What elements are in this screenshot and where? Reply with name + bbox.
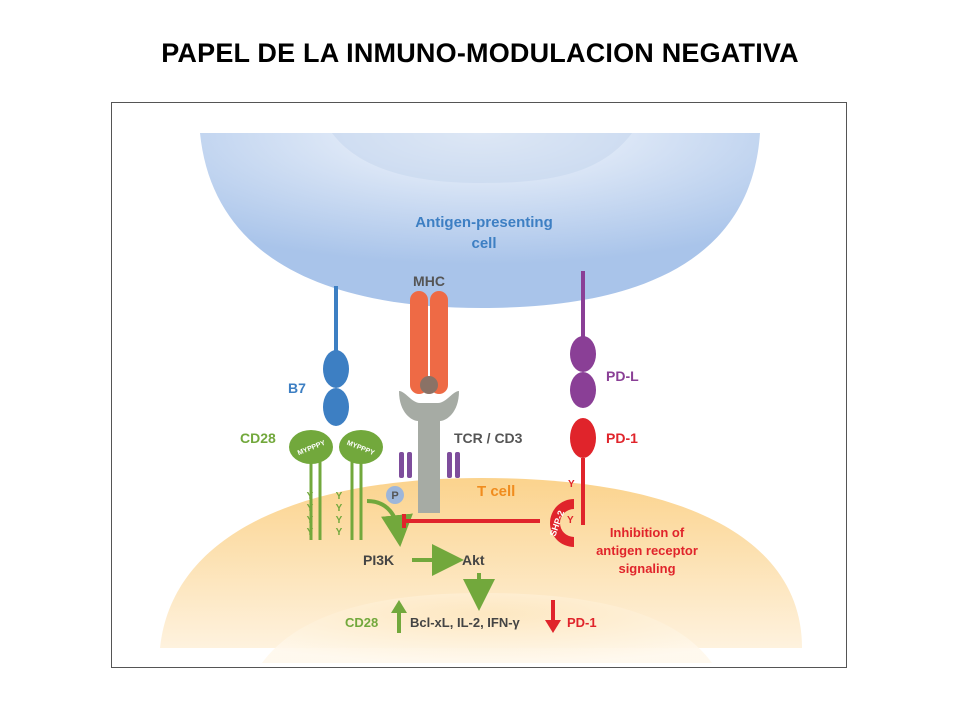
phospho-badge bbox=[386, 486, 404, 504]
y-mark: Y bbox=[336, 515, 343, 526]
apc-label-line1: Antigen-presenting bbox=[415, 214, 553, 231]
pd1-receptor bbox=[570, 418, 596, 525]
b7-label: B7 bbox=[288, 380, 306, 396]
t-cell-nucleus bbox=[262, 593, 712, 663]
pd1-label: PD-1 bbox=[606, 430, 638, 446]
tcr-cd3-label: TCR / CD3 bbox=[454, 430, 523, 446]
pdl-label: PD-L bbox=[606, 368, 639, 384]
tcr-complex bbox=[399, 376, 459, 513]
cd28-label: CD28 bbox=[240, 430, 276, 446]
pd1-pathway-diagram: Antigen-presenting cell B7 MYPPPY MYPPPY… bbox=[160, 133, 802, 663]
cd28-dimer bbox=[289, 430, 383, 540]
akt-label: Akt bbox=[462, 552, 485, 568]
t-cell-label: T cell bbox=[477, 483, 515, 500]
apc-label-line2: cell bbox=[471, 235, 496, 252]
b7-molecule bbox=[323, 286, 349, 426]
pi3k-label: PI3K bbox=[363, 552, 394, 568]
slide-title: PAPEL DE LA INMUNO-MODULACION NEGATIVA bbox=[161, 38, 799, 68]
pd1-bottom-label: PD-1 bbox=[567, 615, 597, 630]
cd28-to-pi3k-arrow bbox=[366, 499, 413, 547]
cd3-chains bbox=[399, 452, 460, 478]
cd28-bottom-label: CD28 bbox=[345, 615, 378, 630]
cd28-up-arrow bbox=[391, 600, 407, 633]
pd1-down-arrow bbox=[545, 600, 561, 633]
apc-inner bbox=[332, 133, 632, 183]
inhibition-text-line1: Inhibition of bbox=[610, 525, 685, 540]
y-mark: Y bbox=[307, 491, 314, 502]
figure-frame: Antigen-presenting cell B7 MYPPPY MYPPPY… bbox=[111, 102, 847, 668]
phospho-label: P bbox=[391, 490, 398, 502]
inhibition-text-line2: antigen receptor bbox=[596, 543, 698, 558]
y-mark: Y bbox=[336, 527, 343, 538]
pdl-molecule bbox=[570, 271, 596, 408]
apc-body bbox=[200, 133, 760, 308]
inhibition-arrow bbox=[402, 514, 540, 528]
y-mark: Y bbox=[307, 515, 314, 526]
pd1-tyrosine-mark: Y bbox=[568, 479, 575, 490]
inhibition-text-line3: signaling bbox=[618, 561, 675, 576]
mhc-label: MHC bbox=[413, 273, 445, 289]
cd28-tyrosine-marks: Y Y Y Y Y Y Y Y bbox=[307, 491, 343, 538]
y-mark: Y bbox=[336, 491, 343, 502]
y-mark: Y bbox=[307, 527, 314, 538]
cytokines-label: Bcl-xL, IL-2, IFN-γ bbox=[410, 615, 521, 630]
shp2-enzyme bbox=[550, 499, 574, 547]
y-mark: Y bbox=[336, 503, 343, 514]
mhc-molecule bbox=[410, 291, 448, 394]
y-mark: Y bbox=[307, 503, 314, 514]
pd1-tyrosine-mark: Y bbox=[567, 515, 574, 526]
